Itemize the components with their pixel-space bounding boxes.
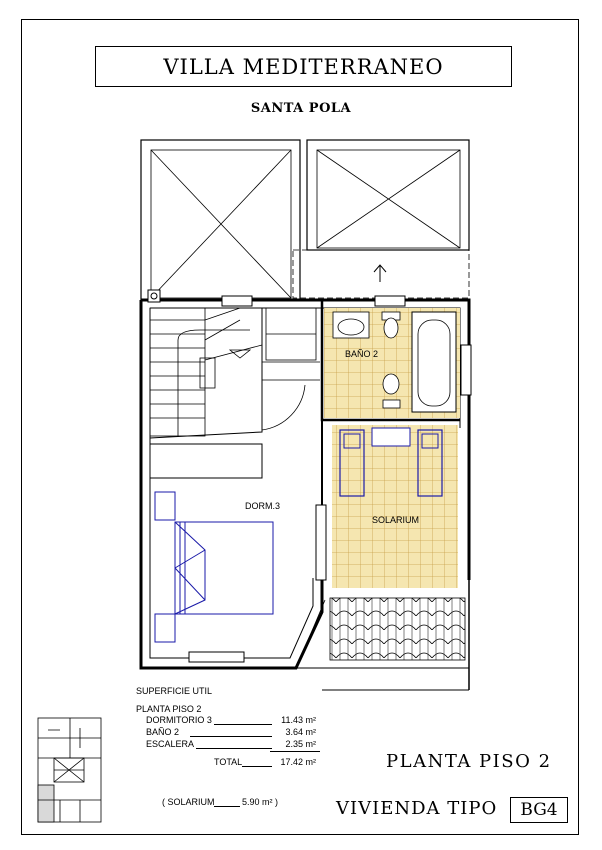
surface-heading: SUPERFICIE UTIL <box>136 686 213 696</box>
surface-row-label: DORMITORIO 3 <box>146 715 212 725</box>
dwelling-code-box: BG4 <box>510 797 568 823</box>
staircase <box>149 307 320 437</box>
title-box: VILLA MEDITERRANEO <box>95 46 512 87</box>
sheet-frame <box>21 19 579 835</box>
leader-line <box>190 736 272 737</box>
solarium-surface-value: 5.90 m² ) <box>242 797 279 807</box>
windows <box>147 289 472 663</box>
key-plan <box>37 717 102 823</box>
dorm-label: DORM.3 <box>245 501 280 511</box>
total-rule <box>270 751 320 752</box>
terrace <box>292 249 470 299</box>
solarium-label: SOLARIUM <box>372 515 419 525</box>
roof-tiles <box>295 580 470 691</box>
surface-total-value: 17.42 m² <box>280 757 316 767</box>
solarium-surface-label: ( SOLARIUM <box>162 797 215 807</box>
dwelling-label: VIVIENDA TIPO <box>336 798 498 819</box>
dwelling-code: BG4 <box>520 800 558 820</box>
surface-total-label: TOTAL <box>214 757 243 767</box>
void-left <box>140 139 301 301</box>
surface-row-value: 2.35 m² <box>285 739 316 749</box>
leader-line <box>214 806 240 807</box>
surface-row-value: 11.43 m² <box>281 715 316 725</box>
bedroom: DORM.3 <box>149 443 280 643</box>
leader-line <box>196 748 272 749</box>
surface-floor: PLANTA PISO 2 <box>136 704 202 714</box>
surface-row-label: ESCALERA <box>146 739 195 749</box>
project-title: VILLA MEDITERRANEO <box>163 54 444 79</box>
leader-line <box>214 724 272 725</box>
surface-row-label: BAÑO 2 <box>146 727 180 737</box>
solarium: SOLARIUM <box>332 425 458 588</box>
bano-label: BAÑO 2 <box>345 349 378 359</box>
floor-name: PLANTA PISO 2 <box>386 751 552 772</box>
project-location: SANTA POLA <box>250 101 352 116</box>
surface-row-value: 3.64 m² <box>285 727 316 737</box>
leader-line <box>242 766 272 767</box>
bathroom: BAÑO 2 <box>324 308 460 418</box>
void-right <box>306 139 470 251</box>
